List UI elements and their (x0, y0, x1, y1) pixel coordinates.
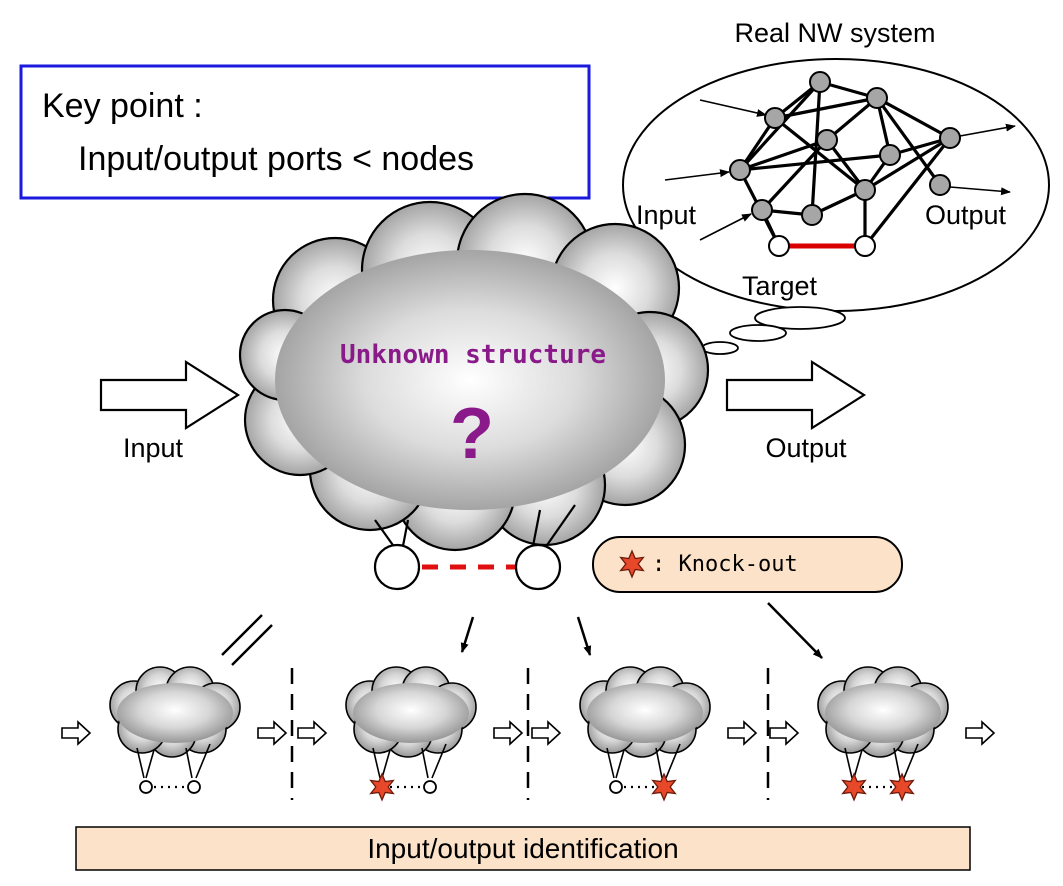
mini-port-link (655, 747, 663, 779)
mini-port-link (844, 747, 853, 779)
mini-port-link (665, 743, 681, 779)
mini-port-link (372, 747, 381, 779)
mini-port-link (145, 749, 155, 779)
mini-input-arrow (769, 720, 800, 746)
mini-port-link (136, 747, 145, 779)
mini-port-link (185, 747, 193, 779)
mini-cloud (345, 666, 477, 758)
mini-port-link (431, 743, 447, 779)
knockout-star-icon-right (652, 773, 676, 801)
mini-input-arrow (61, 720, 92, 746)
footer-label: Input/output identification (367, 833, 678, 864)
knockout-star-icon-left (370, 773, 394, 801)
knockout-legend: : Knock-out (592, 536, 903, 593)
mini-port-link (606, 747, 615, 779)
thought-bubble-dot-large (754, 306, 846, 330)
selection-arrows (460, 602, 823, 659)
mini-port-node-right (187, 780, 201, 794)
mini-port-link (893, 747, 901, 779)
real-network-title: Real NW system (734, 18, 935, 48)
mini-port-link (903, 743, 919, 779)
panel-right-knock-out (531, 666, 758, 801)
mini-output-arrow (257, 720, 288, 746)
mini-input-arrow (531, 720, 562, 746)
thought-bubble-dot-small (701, 341, 739, 355)
panel-separators (290, 668, 770, 800)
port-node-right (514, 543, 562, 591)
target-node-left (768, 235, 790, 257)
mini-cloud (579, 666, 711, 758)
knockout-star-icon-right (890, 773, 914, 801)
network-target-label: Target (742, 271, 818, 301)
cloud-port-links (374, 504, 576, 549)
question-mark: ? (450, 394, 494, 474)
knockout-star-icon-left (842, 773, 866, 801)
mini-output-arrow (493, 720, 524, 746)
network-input-label: Input (636, 200, 697, 230)
mini-port-node-left (609, 780, 623, 794)
network-io-arrows (664, 99, 1016, 241)
main-input-arrow (99, 359, 241, 431)
mini-port-node-right (423, 780, 437, 794)
panel-both-knock-out (769, 666, 996, 801)
unknown-structure-heading: Unknown structure (340, 340, 606, 370)
footer-banner: Input/output identification (75, 826, 971, 871)
knockout-panels (61, 666, 996, 801)
key-point-text: Input/output ports < nodes (78, 140, 474, 178)
knockout-label: : Knock-out (652, 552, 798, 577)
mini-output-arrow (727, 720, 758, 746)
mini-cloud (109, 666, 241, 758)
main-input-label: Input (123, 433, 184, 463)
target-node-right (854, 235, 876, 257)
panel-original (61, 666, 288, 794)
mini-output-arrow (965, 720, 996, 746)
panel-left-knock-out (297, 666, 524, 801)
mini-port-node-left (139, 780, 153, 794)
key-point-box: Key point : Input/output ports < nodes (19, 64, 591, 200)
mini-port-link (381, 749, 391, 779)
equivalence-symbol (221, 614, 273, 666)
mini-port-link (195, 743, 211, 779)
mini-port-link (853, 749, 863, 779)
network-nodes (729, 71, 961, 226)
main-output-arrow (725, 359, 867, 431)
mini-input-arrow (297, 720, 328, 746)
real-network-bubble: Real NW system (622, 18, 1050, 355)
main-output-label: Output (765, 433, 847, 463)
key-point-title: Key point : (42, 87, 203, 125)
mini-port-link (615, 749, 625, 779)
port-node-left (373, 543, 421, 591)
network-output-label: Output (925, 200, 1007, 230)
mini-port-link (421, 747, 429, 779)
unknown-structure-cloud: Unknown structure ? (238, 192, 710, 552)
thought-bubble-dot-medium (729, 324, 787, 342)
mini-cloud (817, 666, 949, 758)
